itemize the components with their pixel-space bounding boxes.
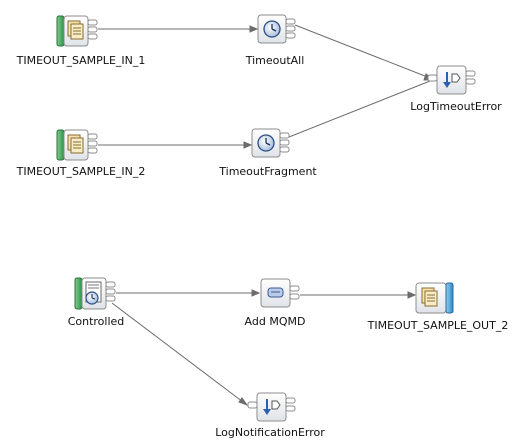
timeout-notification-icon: [85, 281, 102, 305]
connection-timeoutfragment-logtimeouterror[interactable]: [288, 80, 431, 138]
node-label-timeout-sample-out-2: TIMEOUT_SAMPLE_OUT_2: [367, 319, 509, 332]
node-label-logtimeouterror: LogTimeoutError: [410, 100, 502, 113]
node-label-lognotificationerror: LogNotificationError: [215, 426, 325, 439]
timeout-control-icon: [263, 20, 281, 38]
connection-addmqmd-out2[interactable]: [300, 291, 417, 299]
timeout-control-icon: [257, 134, 275, 152]
node-label-timeoutall: TimeoutAll: [245, 54, 305, 67]
mq-output-node-icon: [421, 287, 438, 307]
connection-controlled-lognotificationerror[interactable]: [111, 302, 249, 407]
node-timeoutfragment[interactable]: [251, 128, 290, 158]
node-logtimeouterror[interactable]: [427, 65, 476, 95]
node-label-add-mqmd: Add MQMD: [244, 315, 306, 328]
node-timeout-sample-in-2[interactable]: [56, 129, 98, 161]
node-label-timeout-sample-in-2: TIMEOUT_SAMPLE_IN_2: [16, 165, 146, 178]
node-label-controlled: Controlled: [67, 315, 125, 328]
trace-node-icon: [263, 399, 281, 415]
node-lognotificationerror[interactable]: [247, 392, 296, 422]
node-controlled[interactable]: [74, 277, 116, 310]
compute-node-icon: [267, 287, 284, 298]
node-label-timeoutfragment: TimeoutFragment: [219, 165, 317, 178]
connection-controlled-addmqmd[interactable]: [116, 289, 261, 297]
mq-input-node-icon: [67, 20, 84, 40]
mq-input-node-icon: [67, 134, 84, 154]
node-add-mqmd[interactable]: [260, 278, 300, 308]
node-timeout-sample-in-1[interactable]: [56, 15, 98, 47]
trace-node-icon: [443, 72, 461, 88]
node-label-timeout-sample-in-1: TIMEOUT_SAMPLE_IN_1: [16, 54, 146, 67]
connection-in2-timeoutfragment[interactable]: [98, 141, 253, 149]
node-timeout-sample-out-2[interactable]: [415, 282, 454, 314]
connection-in1-timeoutall[interactable]: [98, 25, 259, 33]
node-timeoutall[interactable]: [257, 14, 296, 44]
connection-timeoutall-logtimeouterror[interactable]: [294, 24, 436, 81]
